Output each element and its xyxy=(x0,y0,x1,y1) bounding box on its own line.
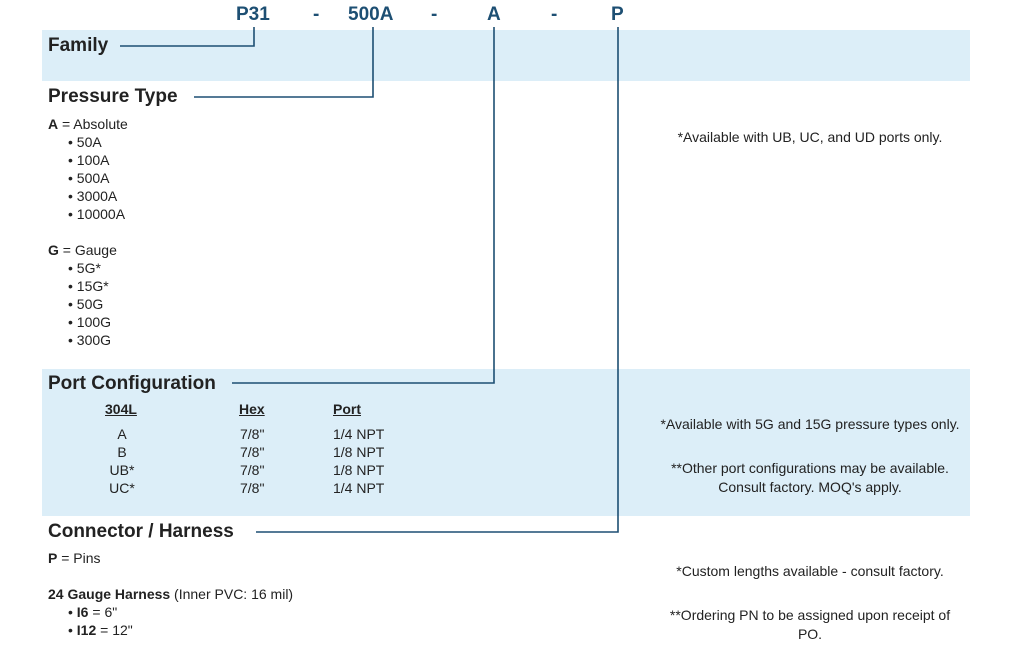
part-separator: - xyxy=(551,4,558,25)
connector-note-2-line1: **Ordering PN to be assigned upon receip… xyxy=(669,607,951,623)
harness-detail: (Inner PVC: 16 mil) xyxy=(170,586,294,602)
gauge-list: • 5G* • 15G* • 50G • 100G • 300G xyxy=(68,259,111,349)
list-item: • 5G* xyxy=(68,260,101,276)
connector-harness-heading: Connector / Harness xyxy=(48,521,234,542)
pressure-type-heading: Pressure Type xyxy=(48,86,178,107)
absolute-text: = Absolute xyxy=(58,116,128,132)
gauge-text: = Gauge xyxy=(58,242,117,258)
table-cell: 1/8 NPT xyxy=(333,444,385,460)
harness-name: 24 Gauge Harness xyxy=(48,586,171,602)
column-header-hex: Hex xyxy=(239,401,265,417)
port-note-2-line1: **Other port configurations may be avail… xyxy=(671,460,949,476)
harness-item-12: • I12 = 12" xyxy=(68,621,133,639)
pins-code: P xyxy=(48,550,58,566)
absolute-list: • 50A • 100A • 500A • 3000A • 10000A xyxy=(68,133,125,223)
port-note-1: *Available with 5G and 15G pressure type… xyxy=(660,416,960,432)
list-item: • 50A xyxy=(68,134,102,150)
list-item: • 100A xyxy=(68,152,110,168)
table-cell: 7/8" xyxy=(240,426,265,442)
list-item: • 50G xyxy=(68,296,104,312)
table-cell: 7/8" xyxy=(240,444,265,460)
connector-note-2-line2: PO. xyxy=(797,626,823,642)
family-leader-line xyxy=(120,27,255,47)
port-configuration-band xyxy=(42,369,970,516)
list-item: • 15G* xyxy=(68,278,109,294)
list-item: • 100G xyxy=(68,314,112,330)
column-port: 1/4 NPT 1/8 NPT 1/8 NPT 1/4 NPT xyxy=(333,425,384,497)
connector-note-1: *Custom lengths available - consult fact… xyxy=(676,563,944,579)
column-304l: A B UB* UC* xyxy=(92,425,152,497)
part-segment-pressure: 500A xyxy=(348,4,394,25)
list-item: • 300G xyxy=(68,332,112,348)
port-note-2-line2: Consult factory. MOQ's apply. xyxy=(718,479,902,495)
list-item: • 3000A xyxy=(68,188,118,204)
table-cell: 7/8" xyxy=(240,462,265,478)
table-cell: 7/8" xyxy=(240,480,265,496)
harness-title: 24 Gauge Harness (Inner PVC: 16 mil) xyxy=(48,585,293,603)
part-segment-family: P31 xyxy=(236,4,270,25)
connector-leader-line xyxy=(256,27,619,533)
pins-label: P = Pins xyxy=(48,549,101,567)
harness-item-6: • I6 = 6" xyxy=(68,603,117,621)
bullet: • xyxy=(68,604,77,620)
table-cell: B xyxy=(117,444,127,460)
gauge-code: G xyxy=(48,242,59,258)
absolute-code: A xyxy=(48,116,59,132)
column-hex: 7/8" 7/8" 7/8" 7/8" xyxy=(240,425,264,497)
part-segment-connector: P xyxy=(611,4,624,25)
list-item: • 10000A xyxy=(68,206,126,222)
list-item: • 500A xyxy=(68,170,110,186)
pressure-leader-line xyxy=(194,27,374,98)
bullet: • xyxy=(68,622,77,638)
table-cell: UB* xyxy=(109,462,135,478)
absolute-label: A = Absolute xyxy=(48,115,128,133)
port-configuration-heading: Port Configuration xyxy=(48,373,216,394)
harness-code: I6 xyxy=(76,604,89,620)
part-segment-port: A xyxy=(487,4,501,25)
family-band xyxy=(42,30,970,81)
column-header-304l: 304L xyxy=(105,401,137,417)
gauge-label: G = Gauge xyxy=(48,241,117,259)
family-heading: Family xyxy=(48,35,109,56)
table-cell: UC* xyxy=(109,480,135,496)
column-header-port: Port xyxy=(333,401,361,417)
table-cell: A xyxy=(117,426,127,442)
port-leader-line xyxy=(232,27,495,384)
pins-text: = Pins xyxy=(57,550,101,566)
table-cell: 1/4 NPT xyxy=(333,480,385,496)
harness-length: = 12" xyxy=(96,622,133,638)
harness-code: I12 xyxy=(76,622,97,638)
part-separator: - xyxy=(431,4,438,25)
pressure-note: *Available with UB, UC, and UD ports onl… xyxy=(677,129,943,145)
table-cell: 1/8 NPT xyxy=(333,462,385,478)
harness-length: = 6" xyxy=(88,604,118,620)
table-cell: 1/4 NPT xyxy=(333,426,385,442)
part-separator: - xyxy=(313,4,320,25)
